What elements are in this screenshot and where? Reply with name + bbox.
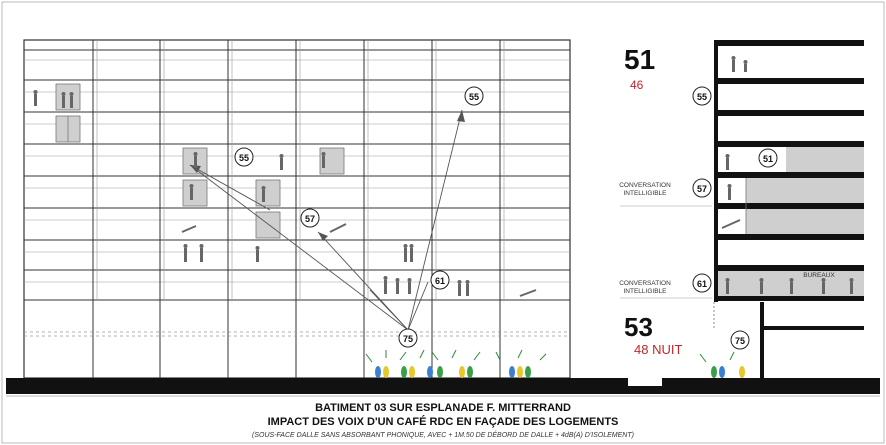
sound-rays	[189, 109, 463, 331]
crowd-people	[375, 366, 531, 378]
section-bubble-55: 55	[692, 86, 712, 106]
floor-lines	[24, 49, 570, 301]
ray-arrowheads	[190, 110, 465, 241]
section-bubble-75: 75	[730, 330, 750, 350]
section-facade-wall	[714, 40, 718, 302]
section-people	[725, 56, 854, 294]
section-ground-level-big: 53	[624, 312, 653, 342]
cafe-crowd	[365, 349, 547, 378]
conversation-note-1: CONVERSATION INTELLIGIBLE	[619, 182, 671, 197]
level-bubble-75: 75	[398, 328, 418, 348]
svg-text:55: 55	[697, 92, 707, 102]
level-bubble-55-lower: 55	[234, 147, 254, 167]
section-reclining	[721, 219, 741, 229]
section-crowd	[699, 351, 745, 378]
svg-text:51: 51	[763, 154, 773, 164]
noise-strokes	[365, 349, 547, 363]
level-75-text: 75	[403, 334, 413, 344]
svg-text:55: 55	[469, 92, 479, 102]
level-bubble-57: 57	[300, 208, 320, 228]
caption-title: BATIMENT 03 SUR ESPLANADE F. MITTERRAND	[315, 402, 571, 414]
people-silhouettes	[33, 90, 470, 296]
facade-elevation: 75 61 57 55 55	[23, 39, 571, 379]
section-top-level-big: 51	[624, 44, 656, 75]
svg-text:57: 57	[697, 184, 707, 194]
column-lines	[92, 40, 501, 378]
conversation-note-2: CONVERSATION INTELLIGIBLE	[619, 280, 671, 295]
column-sublines	[96, 40, 505, 300]
level-bubble-61: 61	[430, 270, 450, 290]
ground-slab	[6, 378, 880, 394]
section-bubble-57: 57	[692, 178, 712, 198]
caption-note: (SOUS-FACE DALLE SANS ABSORBANT PHONIQUE…	[252, 432, 634, 439]
svg-text:55: 55	[239, 153, 249, 163]
section-bubble-61: 61	[692, 273, 712, 293]
section-top-level-small: 46	[630, 78, 644, 92]
section-slabs	[714, 40, 864, 330]
window-lines	[24, 59, 570, 283]
svg-text:57: 57	[305, 214, 315, 224]
section-bubble-51: 51	[758, 148, 778, 168]
svg-text:75: 75	[735, 336, 745, 346]
building-section: 55 51 57 61 75	[620, 40, 864, 378]
reclining-figures	[181, 223, 537, 297]
section-ground-level-small: 48 NUIT	[634, 342, 683, 357]
svg-text:61: 61	[697, 279, 707, 289]
level-bubble-55-upper: 55	[464, 86, 484, 106]
svg-text:61: 61	[435, 276, 445, 286]
caption-subtitle: IMPACT DES VOIX D'UN CAFÉ RDC EN FAÇADE …	[267, 416, 619, 428]
section-column	[760, 302, 764, 378]
office-label: BUREAUX	[803, 272, 835, 279]
facade-outline	[23, 39, 571, 379]
